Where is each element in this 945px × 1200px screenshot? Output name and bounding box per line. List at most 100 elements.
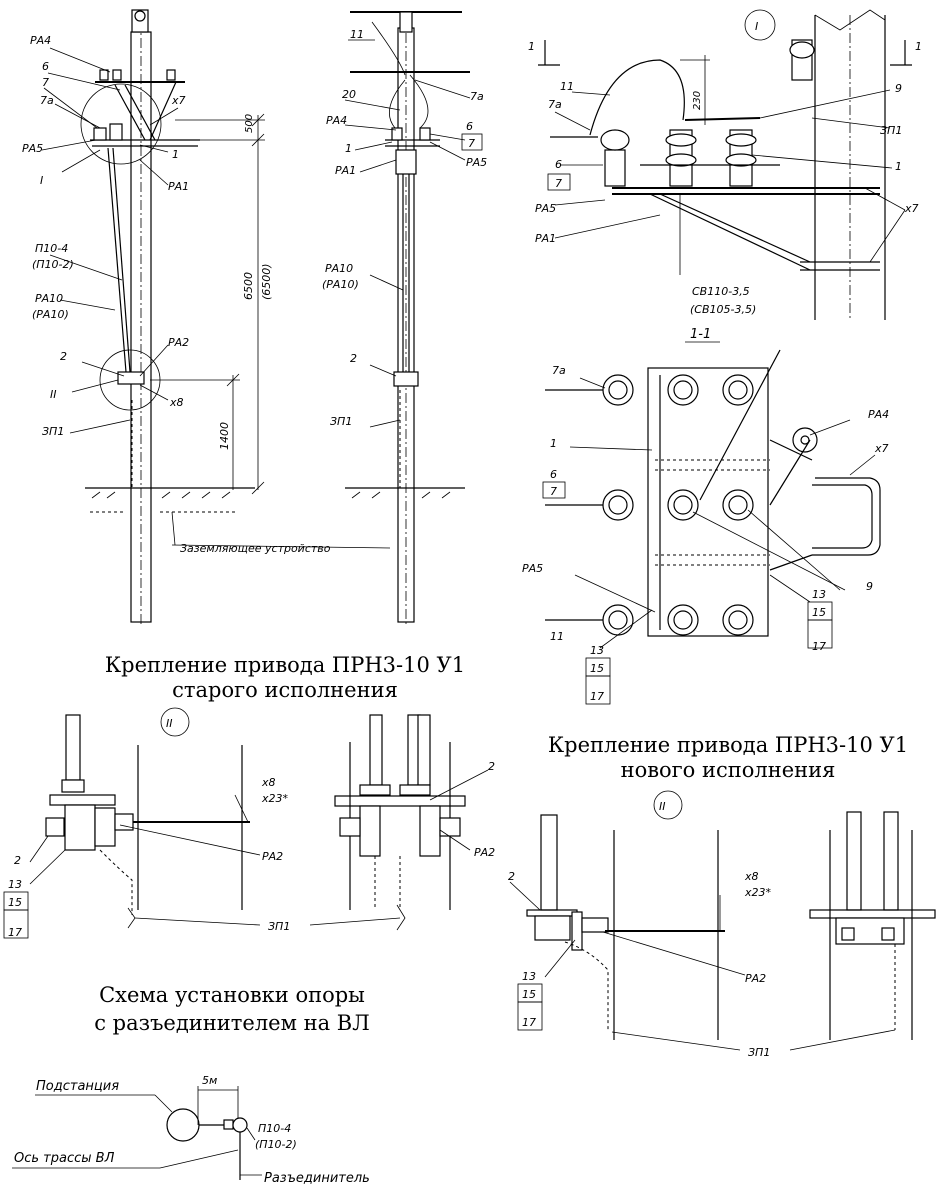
scheme-label-substation: Подстанция bbox=[36, 1079, 119, 1094]
s11-label-x7: х7 bbox=[874, 442, 889, 455]
detail-I-leaders bbox=[554, 89, 906, 263]
dIIn-label-13: 13 bbox=[522, 970, 536, 983]
s11-label-7a: 7а bbox=[552, 364, 566, 377]
label-1: 1 bbox=[172, 148, 179, 161]
s11-label-13: 13 bbox=[812, 588, 826, 601]
label-p10-4: П10-4 bbox=[35, 242, 68, 255]
dI-label-11: 11 bbox=[560, 80, 574, 93]
dIIn-label-x23: х23* bbox=[744, 886, 772, 899]
dI-label-1: 1 bbox=[895, 160, 902, 173]
dIIn-label-15: 15 bbox=[522, 988, 536, 1001]
dIIo-label-x23: х23* bbox=[261, 792, 289, 805]
label-7: 7 bbox=[42, 76, 49, 89]
disconnector-symbol bbox=[223, 1119, 234, 1130]
dim-1400: 1400 bbox=[218, 422, 231, 450]
label-view-II: II bbox=[50, 388, 57, 401]
s11-label-6: 6 bbox=[550, 468, 557, 481]
side-label-6: 6 bbox=[466, 120, 473, 133]
scheme-label-5m: 5м bbox=[202, 1074, 217, 1087]
dIIn-label-17: 17 bbox=[522, 1016, 536, 1029]
dIIo-label-ra2b: РА2 bbox=[474, 846, 495, 859]
dim-500: 500 bbox=[244, 114, 255, 133]
section-1-1: 1-1 bbox=[522, 327, 889, 705]
dI-label-6: 6 bbox=[555, 158, 562, 171]
label-p10-2: (П10-2) bbox=[32, 258, 74, 271]
s11-label-ra5: РА5 bbox=[522, 562, 543, 575]
dI-label-x7: х7 bbox=[904, 202, 919, 215]
ground-line bbox=[85, 487, 255, 513]
side-leaders bbox=[344, 39, 471, 428]
side-label-ra10: РА10 bbox=[325, 262, 353, 275]
dIIo-title: II bbox=[166, 717, 173, 730]
label-x8: х8 bbox=[169, 396, 184, 409]
dI-label-ra1: РА1 bbox=[535, 232, 556, 245]
s11-label-15: 15 bbox=[812, 606, 826, 619]
side-label-ra4: РА4 bbox=[326, 114, 347, 127]
dIIo-label-ra2: РА2 bbox=[262, 850, 283, 863]
dI-label-sv105: (СВ105-3,5) bbox=[690, 303, 756, 316]
label-ra1: РА1 bbox=[168, 180, 189, 193]
detail-II-new: II 2 х8 х23* РА2 13 15 17 ЗП bbox=[508, 790, 936, 1059]
dIIn-label-ra2: РА2 bbox=[745, 972, 766, 985]
dimension-lines bbox=[150, 113, 265, 495]
dIIn-label-2: 2 bbox=[508, 870, 515, 883]
section-leaders bbox=[569, 377, 876, 649]
s11-label-9: 9 bbox=[866, 580, 873, 593]
dim-6500b: (6500) bbox=[260, 263, 273, 300]
s11-label-ra4: РА4 bbox=[868, 408, 889, 421]
detail-II-old: II х8 bbox=[3, 707, 495, 939]
label-ra2: РА2 bbox=[168, 336, 189, 349]
dim-6500: 6500 bbox=[242, 272, 255, 300]
label-ra4: РА4 bbox=[30, 34, 51, 47]
dIIo-label-15: 15 bbox=[8, 896, 22, 909]
side-label-20: 20 bbox=[342, 88, 356, 101]
dI-label-ra5: РА5 bbox=[535, 202, 556, 215]
side-label-ra10b: (РА10) bbox=[322, 278, 359, 291]
scheme-label-p10-2: (П10-2) bbox=[255, 1138, 297, 1151]
s11-label-1: 1 bbox=[550, 437, 557, 450]
label-7a: 7а bbox=[40, 94, 54, 107]
caption-old-line2: старого исполнения bbox=[172, 678, 398, 702]
caption-scheme-line1: Схема установки опоры bbox=[99, 983, 365, 1007]
label-ra10b: (РА10) bbox=[32, 308, 69, 321]
insulators bbox=[600, 39, 815, 187]
dI-label-9: 9 bbox=[895, 82, 902, 95]
substation-symbol bbox=[166, 1108, 200, 1142]
s11-label-11: 11 bbox=[550, 630, 564, 643]
leader-lines bbox=[41, 47, 391, 549]
label-ra5: РА5 bbox=[22, 142, 43, 155]
caption-new-line1: Крепление привода ПРН3-10 У1 bbox=[548, 733, 908, 757]
dI-label-1-arrow: 1 bbox=[528, 40, 535, 53]
side-label-7a: 7а bbox=[470, 90, 484, 103]
dIIo-label-x8: х8 bbox=[261, 776, 276, 789]
pole bbox=[130, 9, 152, 625]
label-x7: х7 bbox=[171, 94, 186, 107]
side-label-1: 1 bbox=[345, 142, 352, 155]
dIIo-label-17: 17 bbox=[8, 926, 22, 939]
s11-label-17: 17 bbox=[812, 640, 826, 653]
detail-I: I bbox=[528, 9, 922, 320]
section-title: 1-1 bbox=[690, 327, 711, 342]
side-label-zp1: ЗП1 bbox=[330, 415, 352, 428]
dIIn-title: II bbox=[659, 800, 666, 813]
s11-label-13b: 13 bbox=[590, 644, 604, 657]
detail-I-circle bbox=[80, 83, 162, 165]
label-2: 2 bbox=[60, 350, 67, 363]
dIIo-label-2b: 2 bbox=[488, 760, 495, 773]
elevation-view: РА4 6 7 7а РА5 I х7 1 РА1 П10-4 (П10-2) … bbox=[22, 9, 391, 625]
dIIo-label-zp1: ЗП1 bbox=[268, 920, 290, 933]
side-label-ra5: РА5 bbox=[466, 156, 487, 169]
pole-symbol bbox=[232, 1117, 248, 1133]
dI-label-7: 7 bbox=[555, 177, 562, 190]
installation-scheme: Подстанция 5м П10-4 (П10-2) Ось трассы В… bbox=[12, 1074, 370, 1186]
label-ra10: РА10 bbox=[35, 292, 63, 305]
dI-label-sv110: СВ110-3,5 bbox=[692, 285, 750, 298]
dI-label-230: 230 bbox=[692, 91, 703, 110]
label-grounding: Заземляющее устройство bbox=[180, 542, 331, 555]
side-view: 11 20 РА4 7а 1 6 7 РА5 РА1 РА10 (РА10) 2… bbox=[322, 11, 487, 625]
dI-label-1-arrow-r: 1 bbox=[915, 40, 922, 53]
dIIo-label-13: 13 bbox=[8, 878, 22, 891]
scheme-label-p10-4: П10-4 bbox=[258, 1122, 291, 1135]
detail-I-title: I bbox=[755, 20, 758, 33]
